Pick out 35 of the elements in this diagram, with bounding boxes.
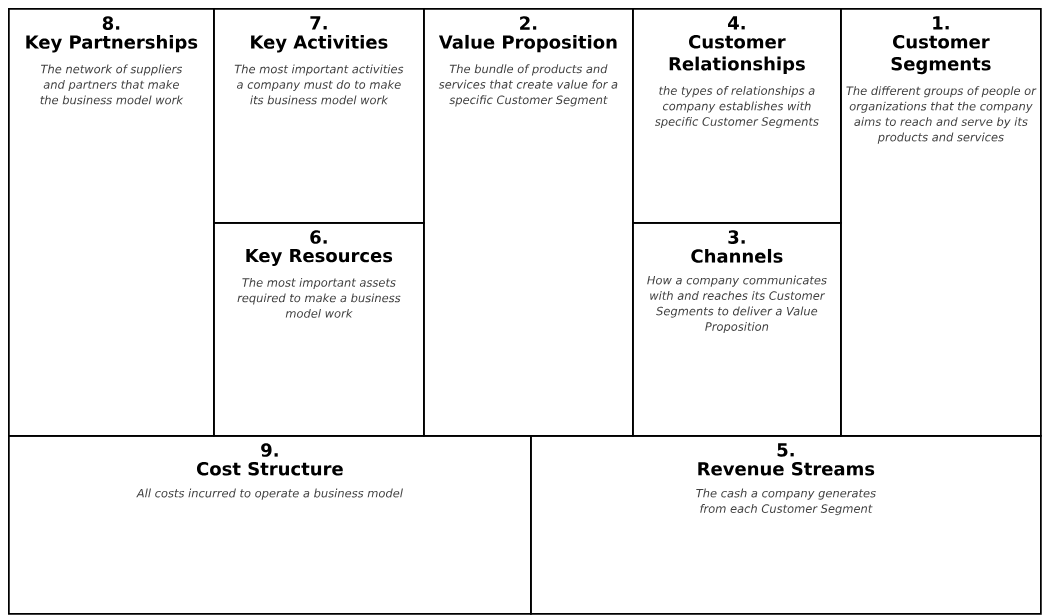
box-heading: 3.: [728, 230, 745, 244]
box-description: The cash a company generates from each Customer Segment: [696, 488, 876, 516]
box-heading: Channels: [691, 248, 783, 263]
box-heading: 7.: [310, 16, 327, 30]
box-description: The most important assets required to make a business model work: [237, 277, 401, 318]
canvas-box: [8, 435, 532, 615]
box-heading: Key Partnerships: [26, 34, 198, 53]
box-description: How a company communicates with and reaches its Customer Segments to deliver a Value Proposition: [647, 275, 827, 334]
box-heading: Key Activities: [251, 34, 388, 53]
box-description: The network of suppliers and partners that make the business model work: [40, 64, 184, 105]
box-heading: Customer Segments: [891, 34, 991, 75]
box-description: All costs incurred to operate a business model: [136, 488, 403, 500]
box-heading: 5.: [777, 443, 794, 457]
box-heading: 1.: [933, 16, 949, 30]
box-heading: Value Proposition: [438, 34, 617, 53]
box-description: The different groups of people or organizations that the company aims to reach and serve by its products and services: [846, 86, 1037, 144]
box-heading: Cost Structure: [196, 461, 343, 476]
box-heading: Customer Relationships: [669, 34, 805, 75]
box-heading: 8.: [102, 16, 120, 30]
canvas-box: [213, 222, 425, 437]
canvas-box: [530, 435, 1042, 615]
box-heading: 9.: [261, 443, 278, 457]
box-description: The most important activities a company must do to make its business model work: [234, 64, 404, 105]
box-heading: Revenue Streams: [698, 461, 875, 476]
canvas-box: [632, 8, 842, 224]
box-heading: 4.: [728, 16, 745, 30]
canvas-box: [840, 8, 1042, 437]
box-heading: 6.: [310, 230, 327, 244]
box-heading: Key Resources: [246, 248, 393, 266]
box-description: the types of relationships a company establishes with specific Customer Segments: [654, 86, 819, 129]
canvas-box: [632, 222, 842, 437]
box-heading: 2.: [520, 16, 537, 30]
box-description: The bundle of products and services that create value for a specific Customer Segment: [438, 64, 618, 107]
canvas-box: [8, 8, 215, 437]
canvas-box: [213, 8, 425, 224]
